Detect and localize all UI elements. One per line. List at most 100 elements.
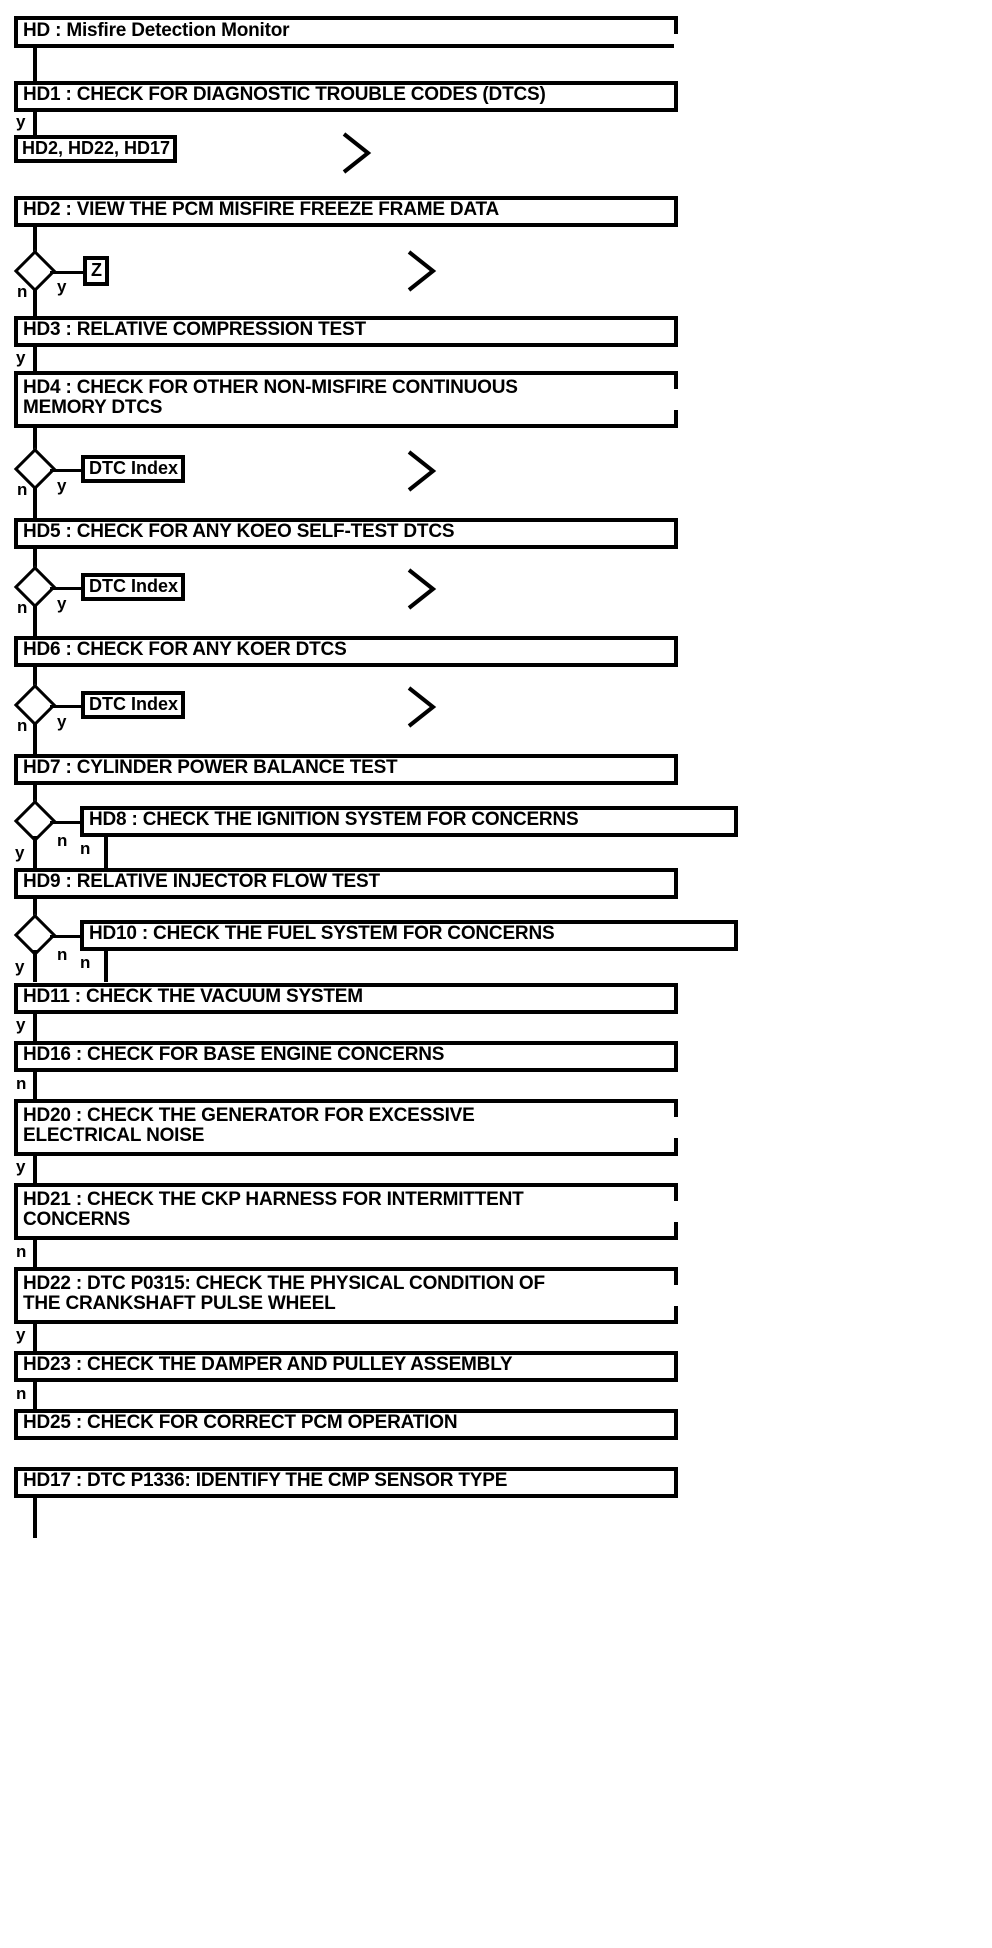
edge-label-HD7-n: n: [57, 831, 68, 850]
edge-HD4-yes-line: [50, 469, 82, 472]
node-HD1-label: HD1 : CHECK FOR DIAGNOSTIC TROUBLE CODES…: [23, 84, 546, 106]
edge-label-HD8-n: n: [80, 839, 91, 858]
node-HD8[interactable]: HD8 : CHECK THE IGNITION SYSTEM FOR CONC…: [80, 806, 738, 837]
edge-HD4-no-down: [33, 486, 37, 518]
edge-HD9-yes-down: [33, 950, 37, 982]
edge-HD2-yes-line: [50, 271, 84, 274]
edge-HD2-down: [33, 227, 37, 257]
node-HD10-label: HD10 : CHECK THE FUEL SYSTEM FOR CONCERN…: [89, 923, 555, 945]
node-HD17[interactable]: HD17 : DTC P1336: IDENTIFY THE CMP SENSO…: [14, 1467, 678, 1498]
edge-label-HD21-n: n: [16, 1242, 27, 1261]
node-HD21-label: HD21 : CHECK THE CKP HARNESS FOR INTERMI…: [23, 1189, 524, 1231]
node-REF4-label: DTC Index: [89, 694, 179, 714]
node-HD23[interactable]: HD23 : CHECK THE DAMPER AND PULLEY ASSEM…: [14, 1351, 678, 1382]
node-REF2-label: DTC Index: [89, 458, 179, 478]
node-REF3[interactable]: DTC Index: [81, 573, 186, 601]
node-HD20-label: HD20 : CHECK THE GENERATOR FOR EXCESSIVE…: [23, 1105, 475, 1147]
node-REF1-label: HD2, HD22, HD17: [22, 138, 171, 158]
node-HD16-label: HD16 : CHECK FOR BASE ENGINE CONCERNS: [23, 1044, 445, 1066]
edge-label-HD6-y: y: [57, 712, 67, 731]
edge-label-HD3-y: y: [16, 348, 26, 367]
node-HD23-label: HD23 : CHECK THE DAMPER AND PULLEY ASSEM…: [23, 1354, 513, 1376]
edge-HD3-to-HD4: [33, 347, 37, 372]
node-HD3[interactable]: HD3 : RELATIVE COMPRESSION TEST: [14, 316, 678, 347]
continuation-marker-3: [405, 449, 439, 493]
continuation-marker-4: [405, 567, 439, 611]
node-HD1[interactable]: HD1 : CHECK FOR DIAGNOSTIC TROUBLE CODES…: [14, 81, 678, 112]
node-HD-label: HD : Misfire Detection Monitor: [23, 19, 290, 41]
node-HD8-label: HD8 : CHECK THE IGNITION SYSTEM FOR CONC…: [89, 809, 579, 831]
edge-HD6-no-down: [33, 722, 37, 754]
node-HD9[interactable]: HD9 : RELATIVE INJECTOR FLOW TEST: [14, 868, 678, 899]
node-REF1[interactable]: HD2, HD22, HD17: [14, 135, 178, 163]
node-HD7[interactable]: HD7 : CYLINDER POWER BALANCE TEST: [14, 754, 678, 785]
edge-HD8-down: [104, 837, 108, 868]
node-HD3-label: HD3 : RELATIVE COMPRESSION TEST: [23, 319, 366, 341]
node-HD17-label: HD17 : DTC P1336: IDENTIFY THE CMP SENSO…: [23, 1470, 508, 1492]
edge-HD22-to-HD23: [33, 1324, 37, 1351]
edge-label-HD9-y: y: [15, 957, 25, 976]
node-REF2[interactable]: DTC Index: [81, 455, 186, 483]
edge-label-HD5-n: n: [17, 598, 28, 617]
node-HD4-label: HD4 : CHECK FOR OTHER NON-MISFIRE CONTIN…: [23, 377, 518, 419]
node-HD4[interactable]: HD4 : CHECK FOR OTHER NON-MISFIRE CONTIN…: [14, 371, 678, 428]
continuation-marker-5: [405, 685, 439, 729]
edge-HD21-to-HD22: [33, 1240, 37, 1267]
node-HD5[interactable]: HD5 : CHECK FOR ANY KOEO SELF-TEST DTCS: [14, 518, 678, 549]
edge-HD23-to-HD25: [33, 1382, 37, 1409]
edge-HD4-down: [33, 428, 37, 454]
edge-HD9-no-line: [50, 935, 82, 938]
node-REFZ[interactable]: Z: [83, 256, 109, 286]
edge-label-HD22-y: y: [16, 1325, 26, 1344]
node-HD2[interactable]: HD2 : VIEW THE PCM MISFIRE FREEZE FRAME …: [14, 196, 678, 227]
edge-label-HD16-n: n: [16, 1074, 27, 1093]
continuation-marker-2: [405, 249, 439, 293]
node-HD25[interactable]: HD25 : CHECK FOR CORRECT PCM OPERATION: [14, 1409, 678, 1440]
continuation-marker-1: [340, 131, 374, 175]
node-HD22[interactable]: HD22 : DTC P0315: CHECK THE PHYSICAL CON…: [14, 1267, 678, 1324]
node-HD25-label: HD25 : CHECK FOR CORRECT PCM OPERATION: [23, 1412, 458, 1434]
node-HD9-label: HD9 : RELATIVE INJECTOR FLOW TEST: [23, 871, 380, 893]
edge-label-HD10-n: n: [80, 953, 91, 972]
edge-label-HD6-n: n: [17, 716, 28, 735]
edge-HD6-down: [33, 667, 37, 691]
edge-HD11-to-HD16: [33, 1014, 37, 1041]
edge-HD7-yes-down: [33, 836, 37, 868]
edge-HD7-no-line: [50, 821, 82, 824]
node-HD6[interactable]: HD6 : CHECK FOR ANY KOER DTCS: [14, 636, 678, 667]
node-HD11[interactable]: HD11 : CHECK THE VACUUM SYSTEM: [14, 983, 678, 1014]
node-HD5-label: HD5 : CHECK FOR ANY KOEO SELF-TEST DTCS: [23, 521, 455, 543]
edge-label-HD5-y: y: [57, 594, 67, 613]
edge-HD16-to-HD20: [33, 1072, 37, 1099]
edge-label-HD2-y: y: [57, 277, 67, 296]
edge-HD2-no-down: [33, 288, 37, 318]
node-HD10[interactable]: HD10 : CHECK THE FUEL SYSTEM FOR CONCERN…: [80, 920, 738, 951]
node-HD21[interactable]: HD21 : CHECK THE CKP HARNESS FOR INTERMI…: [14, 1183, 678, 1240]
edge-HD9-down: [33, 899, 37, 921]
edge-label-HD7-y: y: [15, 843, 25, 862]
edge-HD10-down: [104, 951, 108, 982]
edge-label-HD11-y: y: [16, 1015, 26, 1034]
node-HD22-label: HD22 : DTC P0315: CHECK THE PHYSICAL CON…: [23, 1273, 545, 1315]
edge-label-HD4-n: n: [17, 480, 28, 499]
node-REF4[interactable]: DTC Index: [81, 691, 186, 719]
node-REF3-label: DTC Index: [89, 576, 179, 596]
node-HD16[interactable]: HD16 : CHECK FOR BASE ENGINE CONCERNS: [14, 1041, 678, 1072]
edge-HD7-down: [33, 785, 37, 807]
edge-HD20-to-HD21: [33, 1156, 37, 1183]
edge-HD6-yes-line: [50, 705, 82, 708]
edge-HD-to-HD1: [33, 48, 37, 81]
node-HD20[interactable]: HD20 : CHECK THE GENERATOR FOR EXCESSIVE…: [14, 1099, 678, 1156]
node-HD2-label: HD2 : VIEW THE PCM MISFIRE FREEZE FRAME …: [23, 199, 500, 221]
edge-label-HD23-n: n: [16, 1384, 27, 1403]
edge-label-HD1-y: y: [16, 112, 26, 131]
edge-label-HD4-y: y: [57, 476, 67, 495]
edge-HD17-down: [33, 1498, 37, 1538]
node-HD6-label: HD6 : CHECK FOR ANY KOER DTCS: [23, 639, 347, 661]
edge-label-HD2-n: n: [17, 282, 28, 301]
node-HD11-label: HD11 : CHECK THE VACUUM SYSTEM: [23, 986, 363, 1008]
edge-HD5-down: [33, 549, 37, 573]
node-HD[interactable]: HD : Misfire Detection Monitor: [14, 16, 678, 48]
edge-label-HD9-n: n: [57, 945, 68, 964]
